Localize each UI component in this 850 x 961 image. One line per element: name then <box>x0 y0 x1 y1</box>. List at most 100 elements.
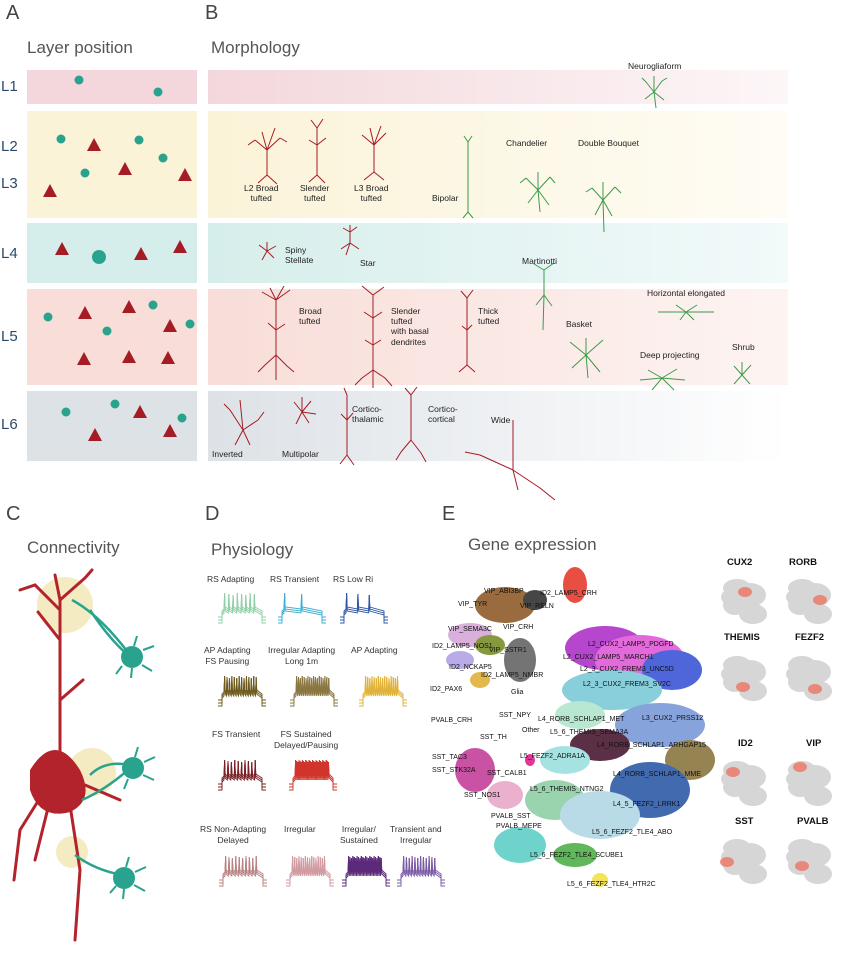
physiology-title: Physiology <box>211 540 294 559</box>
cluster-blob <box>504 638 536 682</box>
physiology-trace <box>219 855 267 887</box>
bipolar-neuron <box>462 135 474 219</box>
morph-label-inverted: Inverted <box>212 449 243 459</box>
excitatory-marker <box>173 240 187 253</box>
morph-label-cortico-thalamic: Cortico- thalamic <box>352 404 384 425</box>
gene-title-rorb: RORB <box>789 557 817 568</box>
cluster-label: PVALB_CRH <box>431 717 473 724</box>
inhibitory-marker <box>43 312 53 322</box>
pyramidal-cell-body <box>30 750 86 814</box>
cluster-label: VIP_RELN <box>520 603 554 610</box>
gene-umap-thumbnail <box>721 656 767 701</box>
cluster-label: SST_CALB1 <box>487 770 527 777</box>
layer-label-l3: L3 <box>1 175 18 192</box>
inhibitory-marker <box>158 153 168 163</box>
layer-label-l4: L4 <box>1 245 18 262</box>
layer-label-l1: L1 <box>1 78 18 95</box>
morph-label-bipolar: Bipolar <box>432 193 459 203</box>
gene-title-vip: VIP <box>806 738 822 749</box>
physiology-label-transient-irregular: Transient and Irregular <box>390 824 442 845</box>
cluster-label: L2_CUX2_LAMP5_MARCH1 <box>563 654 654 661</box>
morph-label-broad-tufted: Broad tufted <box>299 306 322 327</box>
cluster-label: SST_TAC3 <box>432 754 467 761</box>
physiology-trace <box>218 675 266 707</box>
cluster-label: SST_NOS1 <box>464 792 501 799</box>
layer-position-markers <box>43 75 195 423</box>
cluster-label: VIP_ABI3BP <box>484 588 524 595</box>
l5-broad-tufted-neuron <box>257 285 295 380</box>
excitatory-marker <box>87 138 101 151</box>
cluster-blob <box>487 781 523 809</box>
physiology-label-fs-sustained: FS Sustained Delayed/Pausing <box>274 729 339 750</box>
excitatory-marker <box>163 424 177 437</box>
inhibitory-marker <box>177 413 187 423</box>
morphology-title: Morphology <box>211 38 300 57</box>
physiology-label-rs-non-adapting: RS Non-Adapting Delayed <box>200 824 267 845</box>
morph-label-thick-tufted: Thick tufted <box>478 306 500 327</box>
gene-title-cux2: CUX2 <box>727 557 753 568</box>
cluster-label: SST_NPY <box>499 712 531 719</box>
cluster-label: L5_FEZF2_ADRA1A <box>520 753 585 760</box>
inhibitory-marker <box>153 87 163 97</box>
cortico-cortical-neuron <box>395 386 427 463</box>
gene-title-pvalb: PVALB <box>797 816 829 827</box>
inhibitory-marker <box>74 75 84 85</box>
inhibitory-marker <box>80 168 90 178</box>
physiology-label-rs-transient: RS Transient <box>270 574 320 584</box>
cluster-label: ID2_LAMP5_NOS1 <box>432 643 493 650</box>
physiology-label-rs-adapting: RS Adapting <box>207 574 255 584</box>
l5-slender-tufted-neuron <box>354 285 393 388</box>
physiology-label-ap-adapting: AP Adapting <box>351 645 398 655</box>
multipolar-neuron <box>293 397 317 425</box>
cluster-blob <box>475 587 535 623</box>
morph-label-chandelier: Chandelier <box>506 138 548 148</box>
gene-umap-thumbnail <box>720 839 767 884</box>
physiology-trace <box>359 675 407 707</box>
excitatory-marker <box>178 168 192 181</box>
inhibitory-marker <box>61 407 71 417</box>
inhibitory-morphologies <box>462 76 752 391</box>
panel-c-letter: C <box>6 503 21 525</box>
excitatory-morphologies <box>223 118 556 501</box>
cluster-blob <box>560 791 640 839</box>
cluster-label: L2_3_CUX2_FREM3_UNC5D <box>580 666 674 673</box>
gene-title-sst: SST <box>735 816 754 827</box>
cluster-blob <box>555 701 605 729</box>
layer-label-l6: L6 <box>1 416 18 433</box>
thick-tufted-neuron <box>458 289 476 373</box>
gene-umap-thumbnail <box>786 839 832 884</box>
inverted-neuron <box>223 399 265 446</box>
inhibitory-marker <box>148 300 158 310</box>
gene-umap-thumbnail <box>786 579 832 624</box>
morph-label-multipolar: Multipolar <box>282 449 319 459</box>
morph-label-spiny-stellate: Spiny Stellate <box>285 245 314 266</box>
slender-tufted-neuron <box>308 118 327 184</box>
cluster-label: L3_CUX2_PRSS12 <box>642 715 704 722</box>
physiology-label-ap-adapting-fs-pausing: AP Adapting FS Pausing <box>204 645 251 666</box>
physiology-label-irregular-sustained: Irregular/ Sustained <box>340 824 378 845</box>
chandelier-neuron <box>519 172 556 213</box>
basket-neuron <box>569 338 604 379</box>
cluster-blob <box>523 590 547 610</box>
inhibitory-marker <box>92 250 106 264</box>
morph-label-slender-tufted-basal: Slender tufted with basal dendrites <box>391 306 429 347</box>
cluster-label: VIP_CRH <box>503 624 534 631</box>
excitatory-marker <box>77 352 91 365</box>
excitatory-marker <box>134 247 148 260</box>
horizontal-elongated-neuron <box>658 304 714 321</box>
cluster-blob <box>563 567 587 603</box>
cluster-blob <box>525 754 535 766</box>
cluster-blob <box>470 672 490 688</box>
interneuron-body <box>121 646 143 668</box>
inhibitory-marker <box>134 135 144 145</box>
excitatory-marker <box>163 319 177 332</box>
gene-umap-thumbnail <box>721 579 767 624</box>
neurogliaform-neuron <box>641 76 668 109</box>
cluster-label: L4_RORB_SCHLAP1_ARHGAP15 <box>597 742 706 749</box>
morph-label-l2-broad-tufted: L2 Broad tufted <box>244 183 279 204</box>
inhibitory-marker <box>185 319 195 329</box>
cluster-blob <box>540 746 590 774</box>
star-neuron <box>340 225 360 256</box>
connectivity-title: Connectivity <box>27 538 120 557</box>
